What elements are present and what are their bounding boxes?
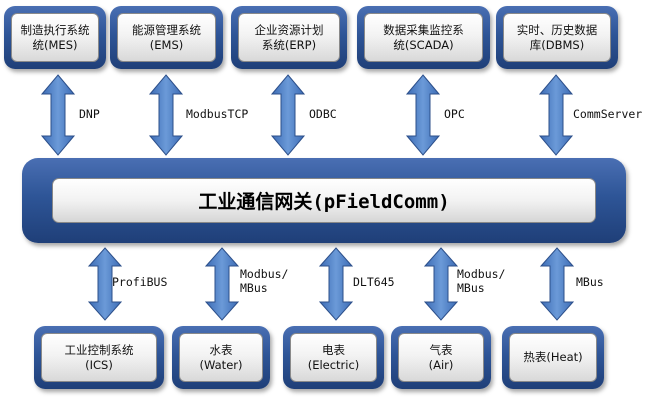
system-box-ems-label: 能源管理系统 (EMS) [117, 13, 216, 62]
gateway-panel: 工业通信网关(pFieldComm) [22, 158, 626, 243]
arrow-water [204, 247, 240, 321]
gateway-title: 工业通信网关(pFieldComm) [198, 191, 450, 213]
device-box-electric-label: 电表 (Electric) [290, 333, 377, 382]
system-box-scada-label: 数据采集监控系 统(SCADA) [364, 13, 483, 62]
system-box-scada: 数据采集监控系 统(SCADA) [357, 6, 490, 69]
device-box-heat-label: 热表(Heat) [509, 333, 597, 382]
protocol-label-mbus: MBus [576, 275, 604, 289]
arrow-ems [148, 74, 184, 156]
protocol-label-profibus: ProfiBUS [112, 275, 168, 289]
arrow-dbms [538, 74, 574, 156]
arrow-air [423, 247, 459, 321]
arrow-erp [270, 74, 306, 156]
protocol-label-commserver: CommServer [573, 107, 643, 121]
system-box-dbms-label: 实时、历史数据 库(DBMS) [503, 13, 611, 62]
arrow-ics [87, 247, 123, 321]
device-box-electric: 电表 (Electric) [283, 326, 384, 389]
device-box-air: 气表 (Air) [391, 326, 491, 389]
system-box-mes-label: 制造执行系统 统(MES) [11, 13, 99, 62]
arrow-scada [405, 74, 441, 156]
arrow-heat [539, 247, 575, 321]
device-box-water: 水表 (Water) [172, 326, 270, 389]
system-box-erp-label: 企业资源计划 系统(ERP) [238, 13, 340, 62]
protocol-label-modbus-mbus-air: Modbus/ MBus [457, 267, 506, 295]
device-box-ics: 工业控制系统 (ICS) [34, 326, 164, 389]
protocol-label-odbc: ODBC [309, 107, 337, 121]
gateway-box: 工业通信网关(pFieldComm) [52, 178, 596, 223]
system-box-mes: 制造执行系统 统(MES) [4, 6, 106, 69]
device-box-water-label: 水表 (Water) [179, 333, 263, 382]
device-box-air-label: 气表 (Air) [398, 333, 484, 382]
system-box-erp: 企业资源计划 系统(ERP) [231, 6, 347, 69]
arrow-mes [40, 74, 76, 156]
system-box-ems: 能源管理系统 (EMS) [110, 6, 223, 69]
protocol-label-dlt645: DLT645 [353, 275, 395, 289]
system-box-dbms: 实时、历史数据 库(DBMS) [496, 6, 618, 69]
device-box-ics-label: 工业控制系统 (ICS) [41, 333, 157, 382]
protocol-label-dnp: DNP [79, 107, 100, 121]
protocol-label-opc: OPC [444, 107, 465, 121]
protocol-label-modbustcp: ModbusTCP [186, 107, 249, 121]
device-box-heat: 热表(Heat) [502, 326, 604, 389]
protocol-label-modbus-mbus-water: Modbus/ MBus [240, 267, 289, 295]
arrow-electric [318, 247, 354, 321]
